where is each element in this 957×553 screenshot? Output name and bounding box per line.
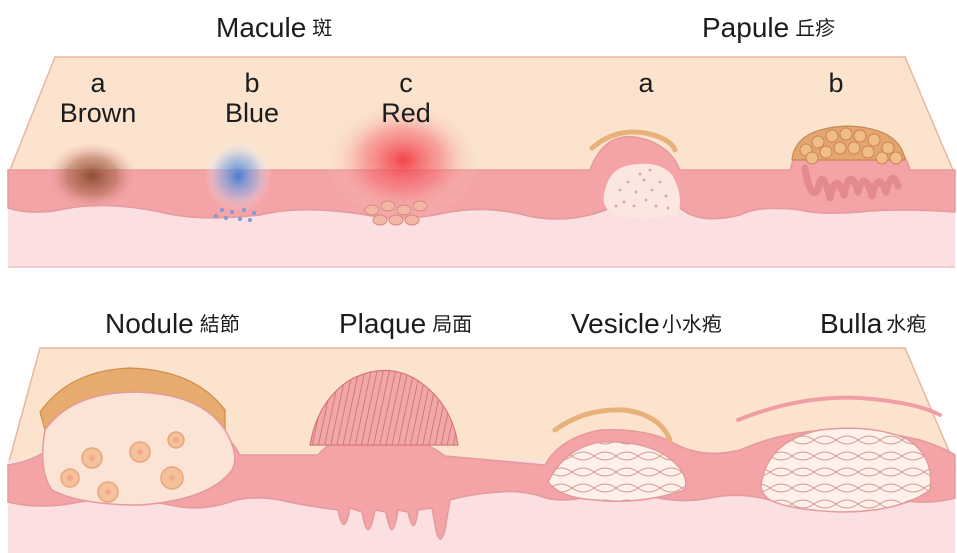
macule-type-letter: b [202, 68, 302, 98]
papule-type-letter: a [616, 68, 676, 98]
papule-label: Papule [702, 12, 789, 43]
papule-type-a: a [616, 68, 676, 98]
papule-type-letter: b [806, 68, 866, 98]
plaque-heading: Plaque 局面 [339, 310, 472, 338]
papule-type-b: b [806, 68, 866, 98]
vesicle-label: Vesicle [571, 308, 660, 339]
papule-label-cn: 丘疹 [795, 18, 835, 40]
macule-type-letter: a [48, 68, 148, 98]
plaque-label-cn: 局面 [432, 314, 472, 336]
macule-type-red: c Red [356, 68, 456, 128]
macule-type-name: Blue [202, 98, 302, 128]
nodule-label-cn: 結節 [200, 314, 240, 336]
brown-macule-spot [47, 142, 137, 210]
papule-heading: Papule 丘疹 [702, 14, 835, 42]
bulla-label-cn: 水疱 [886, 314, 926, 336]
blue-macule-spot [204, 140, 272, 212]
macule-type-blue: b Blue [202, 68, 302, 128]
macule-type-name: Red [356, 98, 456, 128]
macule-label: Macule [216, 12, 306, 43]
macule-type-letter: c [356, 68, 456, 98]
macule-type-name: Brown [48, 98, 148, 128]
macule-label-cn: 斑 [312, 18, 332, 40]
nodule-label: Nodule [105, 308, 194, 339]
plaque-label: Plaque [339, 308, 426, 339]
bulla-label: Bulla [820, 308, 882, 339]
vesicle-label-cn: 小水疱 [662, 314, 722, 336]
bottom-skin-panel [8, 348, 955, 553]
nodule-heading: Nodule 結節 [105, 310, 240, 338]
macule-type-brown: a Brown [48, 68, 148, 128]
macule-heading: Macule 斑 [216, 14, 332, 42]
